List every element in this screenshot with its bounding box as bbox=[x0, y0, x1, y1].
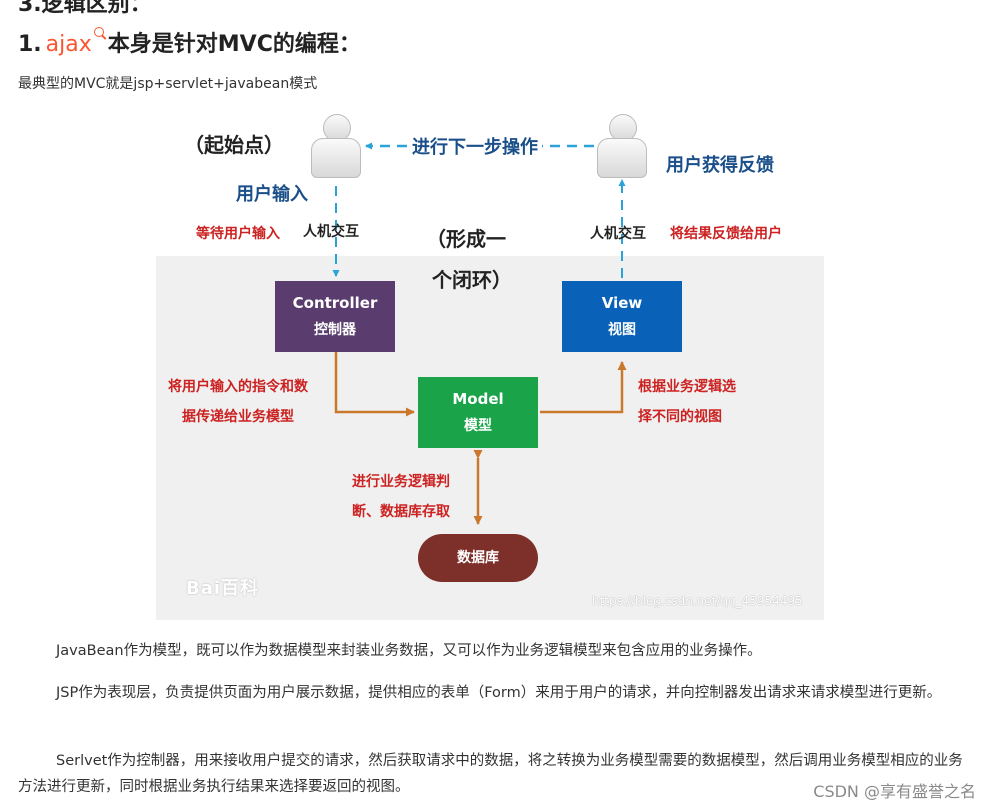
baike-watermark-logo: Bai百科 bbox=[186, 578, 260, 599]
start-point-label: （起始点） bbox=[184, 133, 284, 157]
wait-input-label: 等待用户输入 bbox=[196, 226, 280, 242]
hci-right-label: 人机交互 bbox=[590, 226, 646, 242]
pass-to-model-line1: 将用户输入的指令和数 bbox=[168, 379, 308, 395]
controller-title: Controller bbox=[292, 293, 378, 312]
model-box: Model 模型 bbox=[418, 377, 538, 448]
user-feedback-icon bbox=[597, 114, 647, 178]
view-subtitle: 视图 bbox=[608, 322, 636, 339]
paragraph-javabean: JavaBean作为模型，既可以作为数据模型来封装业务数据，又可以作为业务逻辑模… bbox=[56, 643, 762, 659]
closed-loop-label-line1: （形成一 bbox=[426, 227, 506, 251]
blog-url-watermark: https://blog.csdn.net/qq_45954495 bbox=[592, 594, 803, 608]
select-view-line2: 择不同的视图 bbox=[638, 409, 722, 425]
closed-loop-label-line2: 个闭环） bbox=[432, 268, 512, 292]
mvc-diagram-image: （起始点） 进行下一步操作 用户输入 用户获得反馈 等待用户输入 人机交互 人机… bbox=[156, 104, 824, 620]
user-feedback-label: 用户获得反馈 bbox=[666, 155, 774, 176]
view-box: View 视图 bbox=[562, 281, 682, 352]
feedback-to-user-label: 将结果反馈给用户 bbox=[670, 226, 782, 242]
paragraph-jsp: JSP作为表现层，负责提供页面为用户展示数据，提供相应的表单（Form）来用于用… bbox=[56, 685, 942, 701]
paragraph-servlet: Serlvet作为控制器，用来接收用户提交的请求，然后获取请求中的数据，将之转换… bbox=[18, 753, 963, 795]
pass-to-model-line2: 据传递给业务模型 bbox=[182, 409, 294, 425]
controller-subtitle: 控制器 bbox=[314, 322, 356, 339]
view-title: View bbox=[601, 293, 643, 312]
heading-number: 1. bbox=[18, 32, 42, 57]
model-subtitle: 模型 bbox=[464, 418, 492, 435]
logic-db-line1: 进行业务逻辑判 bbox=[352, 474, 450, 490]
hci-left-label: 人机交互 bbox=[303, 224, 359, 240]
model-title: Model bbox=[452, 389, 504, 408]
logic-db-line2: 断、数据库存取 bbox=[352, 504, 450, 520]
user-input-label: 用户输入 bbox=[236, 184, 308, 205]
search-icon[interactable] bbox=[93, 27, 104, 37]
user-start-icon bbox=[311, 114, 361, 178]
controller-to-model-arrow bbox=[334, 352, 415, 417]
intro-text: 最典型的MVC就是jsp+servlet+javabean模式 bbox=[18, 76, 318, 92]
controller-box: Controller 控制器 bbox=[275, 281, 395, 352]
cut-off-heading: 3.逻辑区别： bbox=[18, 0, 152, 17]
ajax-keyword-link[interactable]: ajax bbox=[45, 32, 92, 57]
heading-text: 本身是针对MVC的编程： bbox=[107, 32, 361, 57]
database-box: 数据库 bbox=[418, 534, 538, 582]
model-to-view-arrow bbox=[540, 361, 627, 414]
database-label: 数据库 bbox=[457, 549, 499, 566]
csdn-author-watermark: CSDN @享有盛誉之名 bbox=[813, 778, 976, 802]
section-heading: 1. ajax 本身是针对MVC的编程： bbox=[18, 26, 361, 58]
diagram-arrows bbox=[332, 142, 627, 525]
select-view-line1: 根据业务逻辑选 bbox=[638, 379, 736, 395]
next-step-label: 进行下一步操作 bbox=[408, 133, 542, 159]
